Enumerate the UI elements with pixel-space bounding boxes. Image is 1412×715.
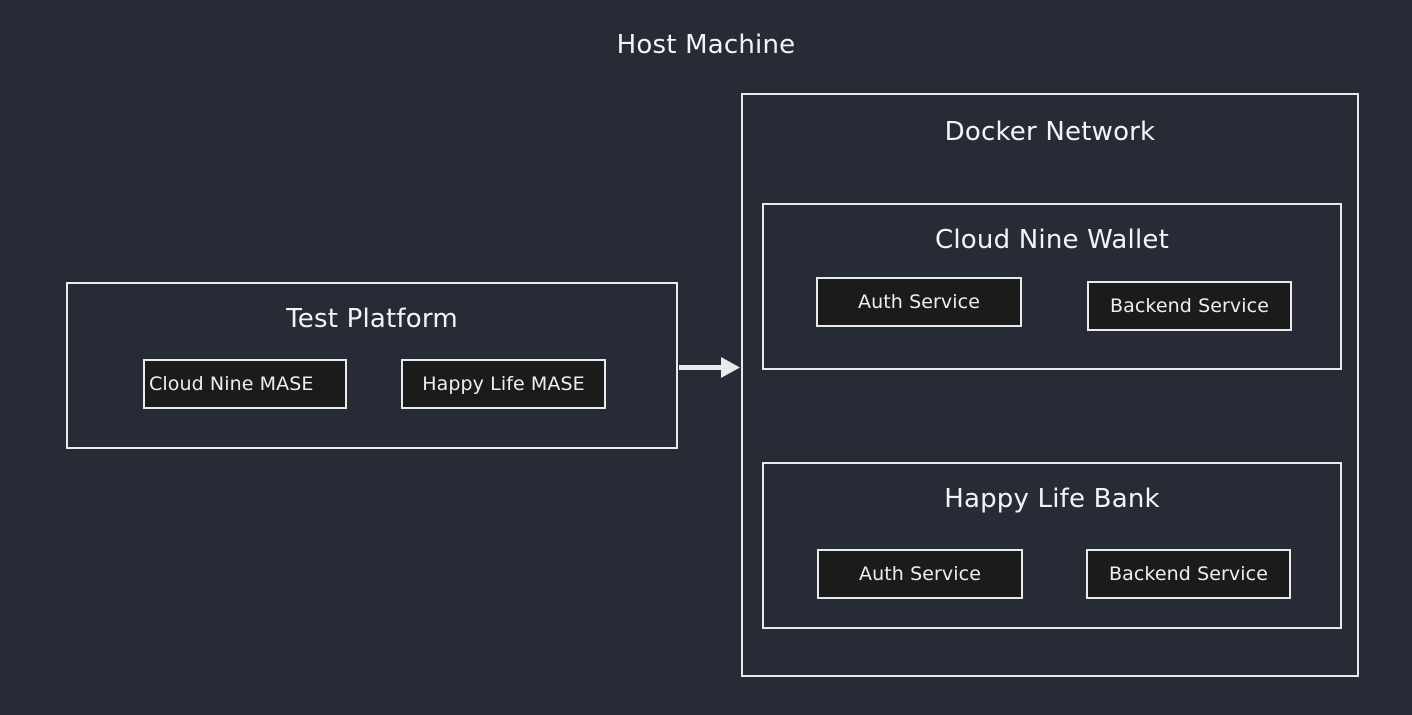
node-cloud-nine-wallet-backend-service-label: Backend Service (1109, 295, 1269, 317)
group-docker-network-title: Docker Network (944, 117, 1156, 147)
group-docker-network[interactable]: Docker Network Cloud Nine Wallet Auth Se… (741, 93, 1359, 677)
node-happy-life-mase[interactable]: Happy Life MASE (401, 359, 606, 409)
connector-test-platform-to-docker-network (679, 357, 740, 378)
group-cloud-nine-wallet[interactable]: Cloud Nine Wallet Auth Service Backend S… (762, 203, 1342, 370)
node-cloud-nine-mase[interactable]: Cloud Nine MASE (143, 359, 347, 409)
host-machine-title: Host Machine (616, 30, 796, 60)
arrowhead-icon (721, 357, 740, 378)
node-happy-life-mase-label: Happy Life MASE (422, 373, 585, 395)
group-cloud-nine-wallet-title: Cloud Nine Wallet (935, 225, 1169, 255)
node-cloud-nine-mase-label: Cloud Nine MASE (149, 373, 314, 395)
node-happy-life-bank-auth-service-label: Auth Service (859, 563, 981, 585)
node-cloud-nine-wallet-auth-service-label: Auth Service (858, 291, 980, 313)
node-happy-life-bank-backend-service-label: Backend Service (1108, 563, 1268, 585)
group-happy-life-bank-title: Happy Life Bank (944, 484, 1160, 514)
node-happy-life-bank-backend-service[interactable]: Backend Service (1086, 549, 1291, 599)
node-happy-life-bank-auth-service[interactable]: Auth Service (817, 549, 1023, 599)
group-test-platform[interactable]: Test Platform Cloud Nine MASE Happy Life… (66, 282, 678, 449)
node-cloud-nine-wallet-auth-service[interactable]: Auth Service (816, 277, 1022, 327)
node-cloud-nine-wallet-backend-service[interactable]: Backend Service (1087, 281, 1292, 331)
group-test-platform-title: Test Platform (286, 304, 458, 334)
group-happy-life-bank[interactable]: Happy Life Bank Auth Service Backend Ser… (762, 462, 1342, 629)
